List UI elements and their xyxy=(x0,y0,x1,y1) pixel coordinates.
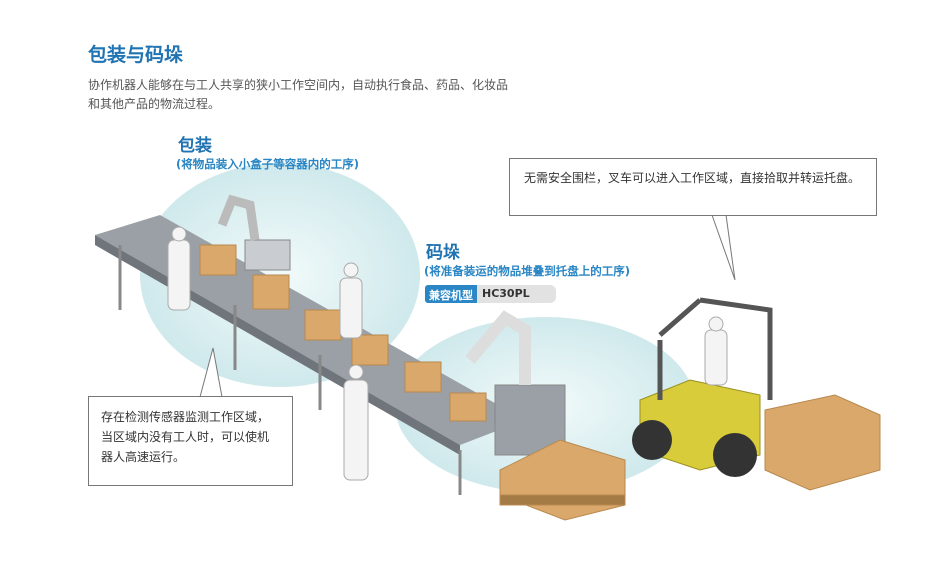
pallet-stack xyxy=(499,439,626,521)
workers xyxy=(167,226,369,481)
boxes xyxy=(199,244,487,422)
callout-forklift: 无需安全围栏，叉车可以进入工作区域，直接拾取并转运托盘。 xyxy=(509,158,877,216)
robot-packing xyxy=(217,194,291,271)
callout-left-pointer xyxy=(199,347,223,398)
packing-title: 包装 xyxy=(178,136,212,156)
palletizing-title: 码垛 xyxy=(426,243,460,263)
intro-text: 协作机器人能够在与工人共享的狭小工作空间内，自动执行食品、药品、化妆品和其他产品… xyxy=(88,78,509,111)
callout-sensor: 存在检测传感器监测工作区域，当区域内没有工人时，可以使机器人高速运行。 xyxy=(88,396,293,486)
page-title: 包装与码垛 xyxy=(88,44,184,66)
packing-subtitle: (将物品装入小盒子等容器内的工序) xyxy=(176,157,360,171)
callout-right-pointer xyxy=(711,214,736,281)
compatible-model-badge: 兼容机型 HC30PL xyxy=(425,285,556,303)
model-label: 兼容机型 xyxy=(425,285,477,303)
model-value: HC30PL xyxy=(477,285,556,303)
palletizing-subtitle: (将准备装运的物品堆叠到托盘上的工序) xyxy=(424,264,631,278)
forklift xyxy=(632,297,881,491)
